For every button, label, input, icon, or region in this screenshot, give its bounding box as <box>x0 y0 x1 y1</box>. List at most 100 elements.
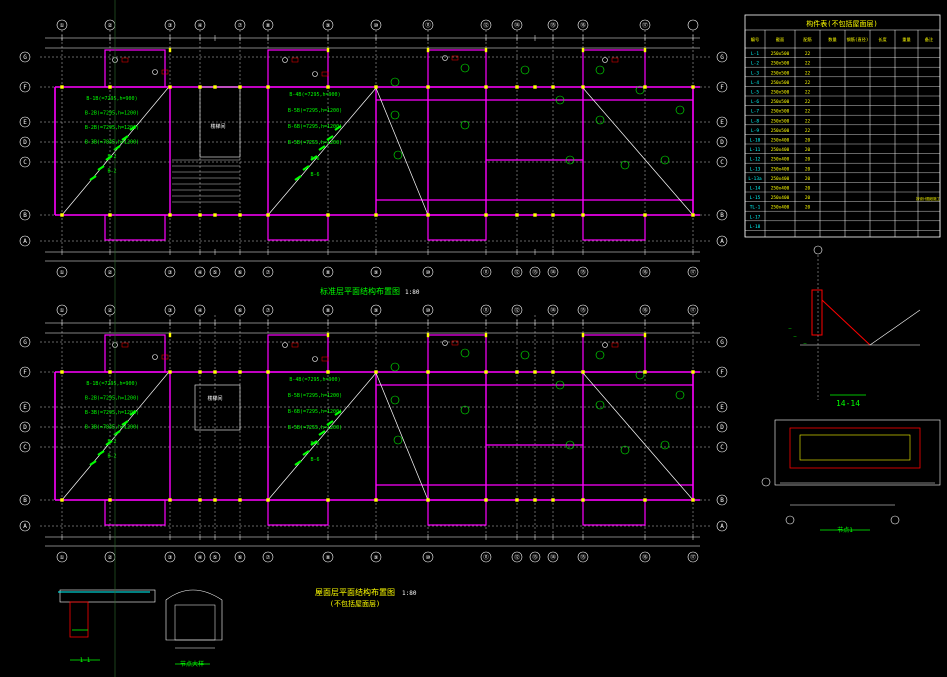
col-axis-label-bottom: ⑰ <box>690 268 696 276</box>
table-cell: L-4 <box>751 80 759 86</box>
slab-label-right: B-6 <box>310 441 319 447</box>
row-axis-label-right: C <box>720 444 724 451</box>
col-axis-bubble-top <box>422 19 434 31</box>
table-cell: 22 <box>805 90 811 96</box>
table-cell: 250x400 <box>771 176 790 182</box>
table-cell: 20 <box>805 157 811 163</box>
row-axis-label-right: D <box>720 139 724 146</box>
col-axis-label-top: ⑩ <box>426 307 431 314</box>
col-axis-label-bottom: ⑮ <box>580 268 586 276</box>
slab-number-bubble <box>620 160 630 170</box>
col-axis-bubble-top <box>56 304 68 316</box>
column-dot <box>551 370 555 374</box>
column-dot <box>515 370 519 374</box>
col-axis-label-bottom: ④ <box>198 269 203 276</box>
table-cell: 22 <box>805 51 811 57</box>
slab-number-bubble <box>675 105 685 115</box>
column-dot <box>326 85 330 89</box>
col-axis-bubble-bottom <box>370 551 382 563</box>
detail-mark <box>291 342 299 348</box>
column-dot <box>551 85 555 89</box>
col-axis-label-bottom: ⑰ <box>690 553 696 561</box>
col-axis-label-top: ⑯ <box>580 21 586 29</box>
table-cell: 20 <box>805 138 811 144</box>
detail-frame <box>774 419 941 486</box>
col-axis-label-top: ⑦ <box>266 307 271 314</box>
detail-circle <box>282 57 288 63</box>
row-axis-bubble-right <box>716 156 728 168</box>
detail-circle <box>312 71 318 77</box>
row-axis-bubble-right <box>716 81 728 93</box>
col-axis-bubble-bottom <box>370 266 382 278</box>
detail-2-inner <box>174 604 216 641</box>
column-dot <box>238 498 242 502</box>
balcony-bay <box>104 49 166 88</box>
slab-rebar-mark <box>318 430 326 436</box>
slab-rebar-mark <box>318 145 326 151</box>
detail-axis-bubble-side <box>761 477 771 487</box>
wall-tick <box>484 47 488 53</box>
col-axis-bubble-bottom <box>639 551 651 563</box>
col-axis-label-top: ⑨ <box>374 307 379 314</box>
column-dot <box>533 213 537 217</box>
row-axis-bubble-left <box>19 235 31 247</box>
table-cell: 250x500 <box>771 99 790 105</box>
table-note: 按设计图纸施工 <box>916 196 940 201</box>
room-bay-bottom <box>582 214 646 241</box>
detail-3-label: 节点1 <box>837 526 853 534</box>
col-axis-bubble-bottom <box>529 266 541 278</box>
row-axis-label-right: G <box>720 54 724 61</box>
col-axis-bubble-top <box>56 19 68 31</box>
section-14-dim: — <box>803 341 807 347</box>
column-dot <box>426 370 430 374</box>
row-axis-bubble-left <box>19 421 31 433</box>
slab-number-bubble <box>520 350 530 360</box>
slab-number-bubble <box>635 85 645 95</box>
col-axis-bubble-bottom <box>234 266 246 278</box>
col-axis-bubble-top <box>547 19 559 31</box>
col-axis-bubble-bottom <box>422 551 434 563</box>
slab-number-bubble <box>660 155 670 165</box>
detail-circle <box>312 356 318 362</box>
slab-number-bubble <box>460 120 470 130</box>
slab-number-bubble <box>393 150 403 160</box>
slab-number-bubble <box>520 65 530 75</box>
wall-tick <box>168 47 172 53</box>
col-axis-label-top: ⑭ <box>550 306 556 314</box>
col-axis-label-bottom: ⑯ <box>642 553 648 561</box>
col-axis-label-bottom: ③ <box>168 269 173 276</box>
table-cell: 250x400 <box>771 205 790 211</box>
col-axis-label-top: ⑧ <box>266 22 271 29</box>
row-axis-bubble-right <box>716 441 728 453</box>
row-axis-bubble-right <box>716 494 728 506</box>
table-cell: 20 <box>805 147 811 153</box>
column-dot <box>168 498 172 502</box>
col-axis-bubble-top <box>262 304 274 316</box>
table-header-1: 截面 <box>776 36 784 43</box>
table-cell: 22 <box>805 128 811 134</box>
col-axis-label-bottom: ⑫ <box>514 268 520 276</box>
section-14-label: 14-14 <box>836 399 860 408</box>
detail-circle <box>602 57 608 63</box>
slab-rebar-mark <box>89 460 97 466</box>
table-cell: L-13 <box>750 166 761 172</box>
col-axis-label-bottom: ⑭ <box>550 268 556 276</box>
slab-number-bubble <box>460 348 470 358</box>
col-axis-label-top: ⑭ <box>514 21 520 29</box>
detail-2-label: 节点大样 <box>180 660 204 668</box>
column-dot <box>643 498 647 502</box>
col-axis-bubble-bottom <box>262 551 274 563</box>
col-axis-bubble-top <box>639 19 651 31</box>
column-dot <box>198 213 202 217</box>
slab-number-bubble <box>660 440 670 450</box>
col-axis-label-top: ② <box>108 22 113 29</box>
detail-circle <box>282 342 288 348</box>
table-header-7: 备注 <box>925 36 934 43</box>
table-cell: L-2 <box>751 61 759 67</box>
col-axis-bubble-top <box>194 19 206 31</box>
slab-rebar-mark <box>334 410 342 416</box>
slab-number-bubble <box>595 115 605 125</box>
slab-rebar-mark <box>121 135 129 141</box>
